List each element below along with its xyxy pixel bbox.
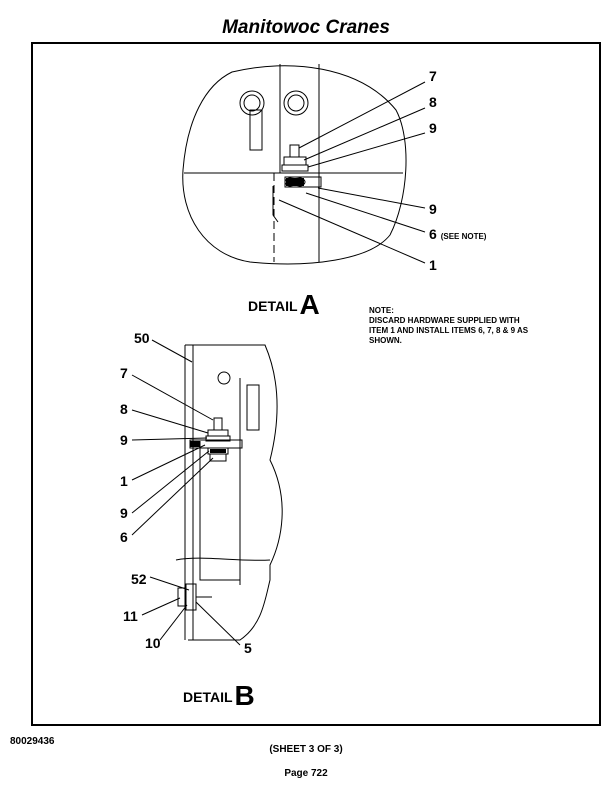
callout-a-6: 6 (SEE NOTE) bbox=[429, 227, 486, 244]
document-number: 80029436 bbox=[10, 736, 55, 747]
detail-b-letter: B bbox=[234, 680, 255, 711]
callout-b-52: 52 bbox=[131, 571, 147, 587]
callout-b-5: 5 bbox=[244, 640, 252, 656]
detail-b-word: DETAIL bbox=[183, 689, 233, 705]
callout-a-6-number: 6 bbox=[429, 226, 437, 242]
page-header-title: Manitowoc Cranes bbox=[222, 17, 390, 38]
note-block: NOTE: DISCARD HARDWARE SUPPLIED WITH ITE… bbox=[369, 306, 529, 346]
callout-a-9-lower: 9 bbox=[429, 201, 437, 217]
detail-a-label: DETAILA bbox=[248, 289, 320, 321]
drawing-frame bbox=[31, 42, 601, 726]
callout-b-6: 6 bbox=[120, 529, 128, 545]
detail-b-label: DETAILB bbox=[183, 680, 255, 712]
callout-b-9-upper: 9 bbox=[120, 432, 128, 448]
callout-b-7: 7 bbox=[120, 365, 128, 381]
callout-b-10: 10 bbox=[145, 635, 161, 651]
callout-a-8: 8 bbox=[429, 94, 437, 110]
note-text: DISCARD HARDWARE SUPPLIED WITH ITEM 1 AN… bbox=[369, 316, 529, 345]
sheet-indicator: (SHEET 3 OF 3) bbox=[269, 744, 343, 755]
callout-a-9-upper: 9 bbox=[429, 120, 437, 136]
callout-b-8: 8 bbox=[120, 401, 128, 417]
see-note-label: (SEE NOTE) bbox=[440, 232, 487, 241]
callout-b-50: 50 bbox=[134, 330, 150, 346]
callout-b-9-lower: 9 bbox=[120, 505, 128, 521]
callout-a-7: 7 bbox=[429, 68, 437, 84]
callout-a-1: 1 bbox=[429, 257, 437, 273]
callout-b-11: 11 bbox=[123, 608, 138, 624]
detail-a-letter: A bbox=[299, 289, 320, 320]
callout-b-1: 1 bbox=[120, 473, 128, 489]
page-number: Page 722 bbox=[284, 768, 328, 779]
detail-a-word: DETAIL bbox=[248, 298, 298, 314]
note-heading: NOTE: bbox=[369, 306, 394, 315]
